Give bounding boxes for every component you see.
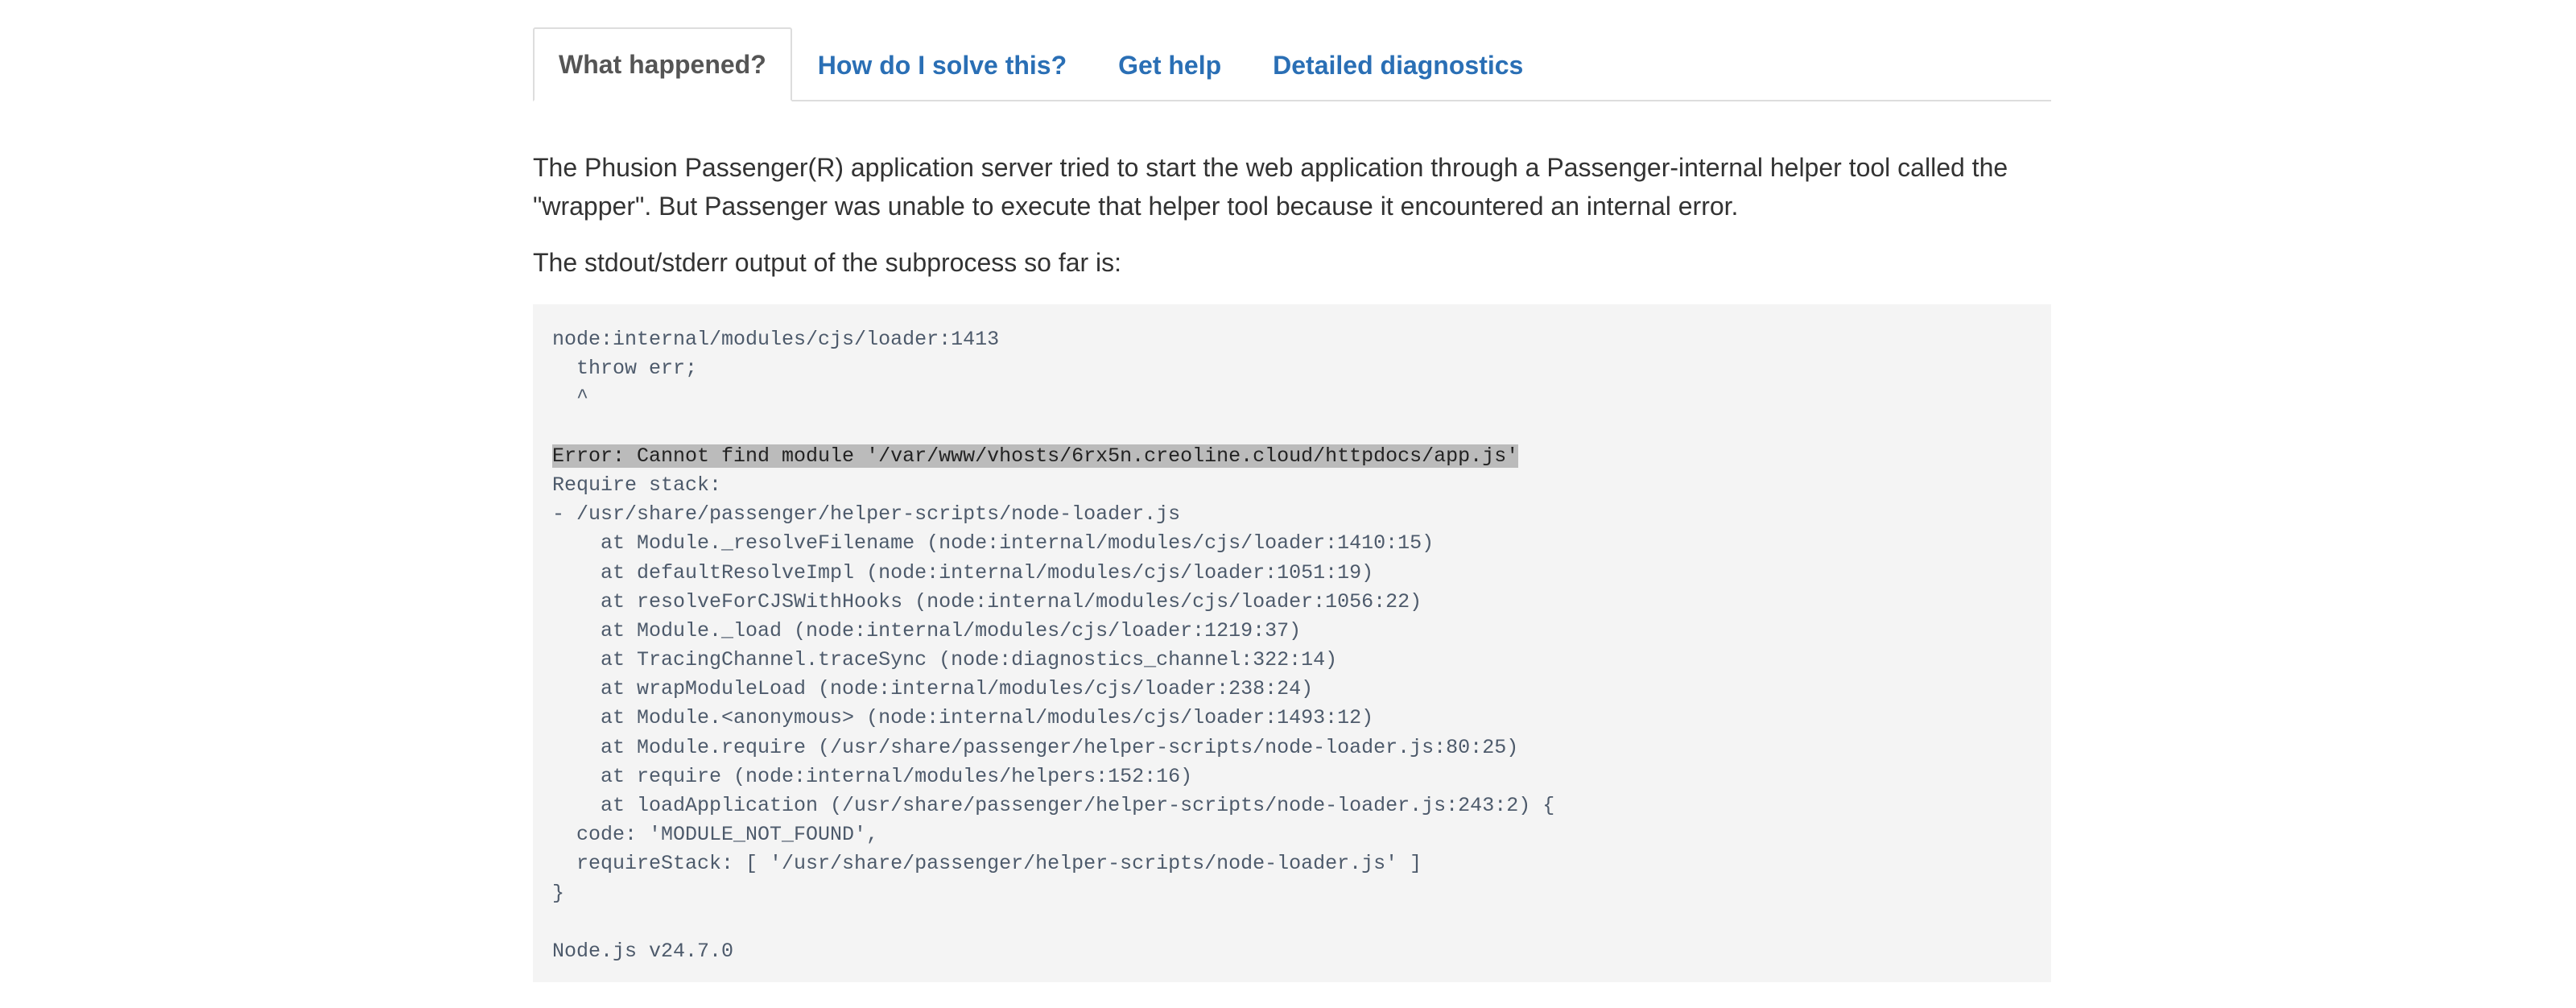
output-line: Error: Cannot find module '/var/www/vhos… bbox=[552, 442, 2032, 471]
output-line bbox=[552, 908, 2032, 937]
output-line: at Module.<anonymous> (node:internal/mod… bbox=[552, 706, 1374, 730]
output-line: node:internal/modules/cjs/loader:1413 bbox=[552, 328, 1000, 351]
output-line: at loadApplication (/usr/share/passenger… bbox=[552, 794, 1555, 817]
output-line: at TracingChannel.traceSync (node:diagno… bbox=[552, 648, 1338, 672]
page-container: What happened? How do I solve this? Get … bbox=[533, 27, 2051, 982]
tab-detailed-diagnostics[interactable]: Detailed diagnostics bbox=[1273, 50, 1524, 80]
tab-bar: What happened? How do I solve this? Get … bbox=[533, 27, 2051, 101]
output-line bbox=[552, 413, 2032, 442]
output-line: ^ bbox=[552, 386, 589, 410]
tab-content: The Phusion Passenger(R) application ser… bbox=[533, 101, 2051, 982]
output-line: at wrapModuleLoad (node:internal/modules… bbox=[552, 677, 1314, 701]
highlighted-error-line: Error: Cannot find module '/var/www/vhos… bbox=[552, 444, 1519, 468]
output-line: } bbox=[552, 881, 565, 905]
output-line: - /usr/share/passenger/helper-scripts/no… bbox=[552, 502, 1181, 527]
output-line: at Module._resolveFilename (node:interna… bbox=[552, 531, 1435, 556]
output-line: code: 'MODULE_NOT_FOUND', bbox=[552, 823, 879, 847]
output-line: throw err; bbox=[552, 357, 698, 381]
subprocess-output: node:internal/modules/cjs/loader:1413 th… bbox=[533, 304, 2051, 982]
output-line: Require stack: bbox=[552, 473, 722, 497]
output-heading: The stdout/stderr output of the subproce… bbox=[533, 248, 1122, 277]
output-line: at Module._load (node:internal/modules/c… bbox=[552, 618, 1302, 642]
error-description: The Phusion Passenger(R) application ser… bbox=[533, 153, 2008, 221]
output-line: at require (node:internal/modules/helper… bbox=[552, 764, 1193, 788]
output-line: Node.js v24.7.0 bbox=[552, 939, 734, 963]
tab-how-do-i-solve-this[interactable]: How do I solve this? bbox=[817, 50, 1067, 80]
tab-get-help[interactable]: Get help bbox=[1118, 50, 1222, 80]
output-line: at resolveForCJSWithHooks (node:internal… bbox=[552, 589, 1422, 613]
output-line: requireStack: [ '/usr/share/passenger/he… bbox=[552, 852, 1422, 876]
tab-what-happened[interactable]: What happened? bbox=[533, 27, 792, 101]
output-line: at Module.require (/usr/share/passenger/… bbox=[552, 735, 1519, 759]
output-line: at defaultResolveImpl (node:internal/mod… bbox=[552, 560, 1374, 585]
